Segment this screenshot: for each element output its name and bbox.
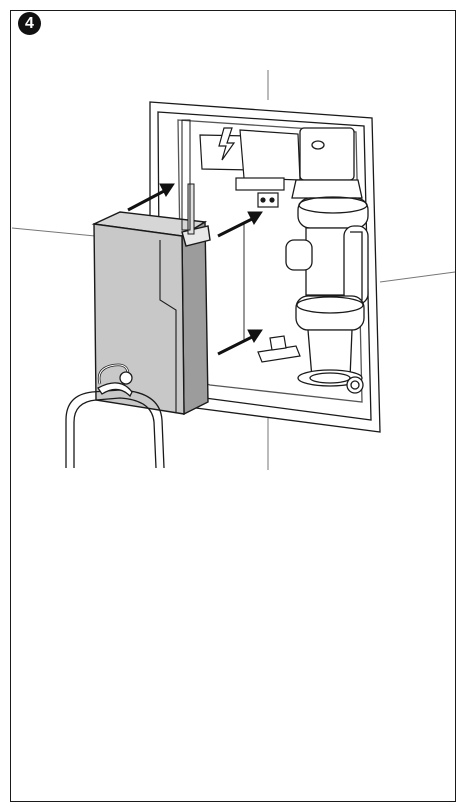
arrow-icon <box>127 183 175 212</box>
arrow-icon <box>217 211 263 238</box>
insertion-arrows <box>127 183 263 356</box>
power-cable <box>65 363 165 469</box>
lower-clip <box>257 335 301 363</box>
step-number-badge: 4 <box>18 12 41 35</box>
instruction-frame <box>10 10 456 802</box>
arrow-icon <box>217 329 263 356</box>
battery-box <box>91 119 211 416</box>
valve-assembly <box>285 127 369 394</box>
power-module <box>199 127 301 208</box>
wall-tile-lines <box>11 70 456 470</box>
